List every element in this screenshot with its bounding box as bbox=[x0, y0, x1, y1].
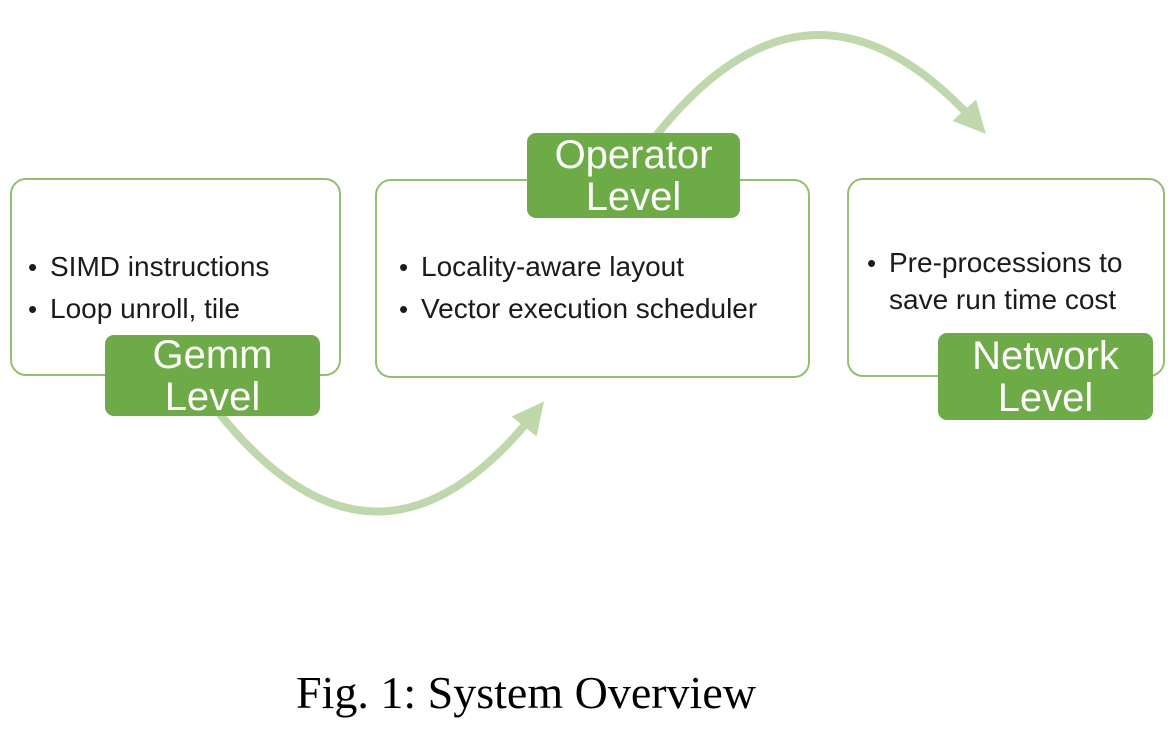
label-line: Gemm Level bbox=[152, 332, 273, 419]
list-item: • Locality-aware layout bbox=[399, 246, 798, 288]
arrow-gemm-to-operator bbox=[211, 401, 545, 516]
figure-caption: Fig. 1: System Overview bbox=[296, 667, 756, 718]
gemm-bullet-1: SIMD instructions bbox=[50, 251, 270, 282]
label-line: Level bbox=[997, 375, 1094, 420]
bullet-icon: • bbox=[867, 248, 877, 278]
bullet-icon: • bbox=[28, 294, 38, 324]
label-line: Level bbox=[585, 174, 682, 219]
label-line: Operator bbox=[554, 132, 713, 177]
gemm-level-label: Gemm Level bbox=[105, 332, 320, 419]
operator-bullet-2: Vector execution scheduler bbox=[421, 293, 758, 324]
list-item: • SIMD instructions bbox=[28, 246, 329, 288]
gemm-bullet-2: Loop unroll, tile bbox=[50, 293, 240, 324]
list-item: • Loop unroll, tile bbox=[28, 288, 329, 330]
gemm-level-box: • SIMD instructions • Loop unroll, tile bbox=[10, 178, 341, 376]
label-line: Network bbox=[972, 333, 1119, 378]
bullet-icon: • bbox=[399, 252, 409, 282]
bullet-icon: • bbox=[28, 252, 38, 282]
bullet-icon: • bbox=[399, 294, 409, 324]
network-level-label: Network Level bbox=[938, 333, 1153, 420]
arrow-operator-to-network bbox=[641, 31, 986, 153]
operator-level-label: Operator Level bbox=[527, 133, 740, 218]
network-bullet-1: Pre-processions to save run time cost bbox=[889, 247, 1123, 315]
operator-level-box: • Locality-aware layout • Vector executi… bbox=[375, 179, 810, 378]
list-item: • Vector execution scheduler bbox=[399, 288, 798, 330]
operator-bullet-1: Locality-aware layout bbox=[421, 251, 685, 282]
list-item: • Pre-processions to save run time cost bbox=[867, 244, 1153, 318]
